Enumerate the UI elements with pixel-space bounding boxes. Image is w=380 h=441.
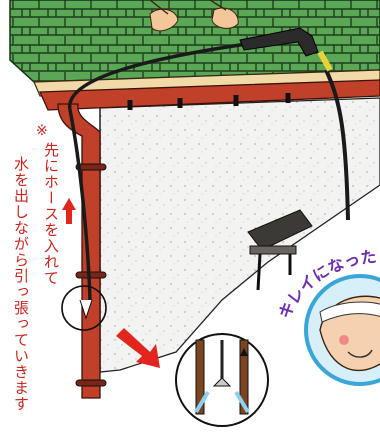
spray-gun	[239, 27, 319, 57]
note-mark: ※	[36, 123, 48, 139]
note-line-2: 水を出しながら引っ張っていきます	[12, 156, 30, 412]
zoom-detail-circle	[175, 333, 269, 427]
roof	[9, 0, 380, 83]
gutter	[39, 79, 380, 111]
detail-circle-small	[61, 285, 107, 331]
up-arrow-icon	[62, 198, 76, 224]
note-line-1: 先にホースを入れて	[42, 142, 60, 286]
happy-face-badge	[304, 274, 380, 386]
worker-hands	[149, 0, 239, 32]
pointer-arrow-icon	[116, 328, 160, 368]
downspout	[57, 103, 107, 399]
wall-fixture	[247, 209, 313, 291]
